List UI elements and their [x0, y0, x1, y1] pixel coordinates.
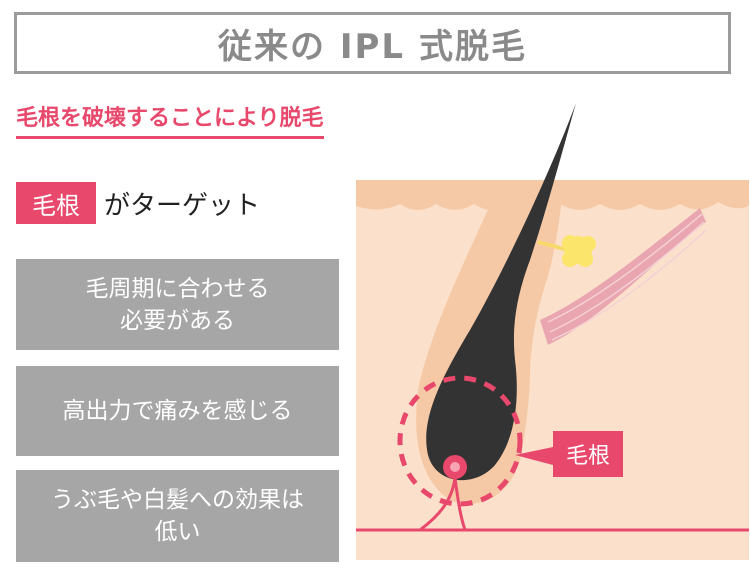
callout-pointer — [515, 447, 553, 465]
target-text: がターゲット — [104, 191, 261, 221]
target-tag: 毛根 — [16, 182, 96, 224]
hair-shaft — [426, 103, 576, 481]
point-box-effect: うぶ毛や白髪への効果は 低い — [16, 470, 339, 562]
hair-root-callout: 毛根 — [553, 431, 623, 477]
point-box-pain: 高出力で痛みを感じる — [16, 366, 339, 456]
sebaceous-gland — [537, 235, 596, 267]
blood-vessel — [419, 477, 467, 532]
point-line: 低い — [154, 519, 201, 545]
point-line: うぶ毛や白髪への効果は — [51, 487, 304, 513]
page-title: 従来の IPL 式脱毛 — [218, 26, 527, 67]
point-box-timing: 毛周期に合わせる 必要がある — [16, 259, 339, 350]
subtitle: 毛根を破壊することにより脱毛 — [16, 100, 324, 139]
hair-follicle-diagram — [356, 103, 749, 560]
title-box: 従来の IPL 式脱毛 — [14, 12, 731, 74]
arrector-muscle — [540, 208, 707, 345]
point-line: 高出力で痛みを感じる — [62, 398, 293, 424]
point-line: 必要がある — [120, 307, 235, 334]
point-line: 毛周期に合わせる — [85, 275, 270, 302]
target-circle — [397, 375, 523, 507]
